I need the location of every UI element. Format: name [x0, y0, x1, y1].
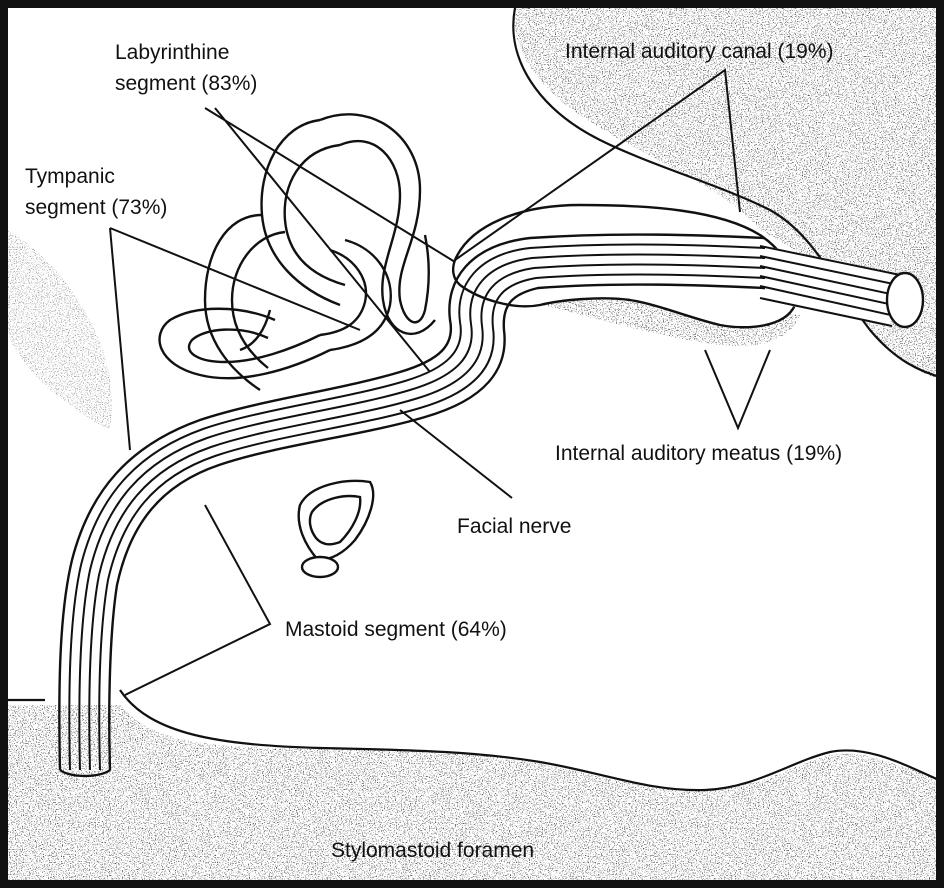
- label-tympanic-line1: Tympanic: [25, 165, 115, 188]
- label-internal-auditory-canal: Internal auditory canal (19%): [565, 40, 833, 63]
- label-mastoid-segment: Mastoid segment (64%): [285, 618, 507, 641]
- label-labyrinthine-line2: segment (83%): [115, 72, 257, 95]
- nerve-cut-end: [887, 273, 923, 327]
- label-labyrinthine-line1: Labyrinthine: [115, 41, 229, 64]
- label-stylomastoid-foramen: Stylomastoid foramen: [331, 839, 534, 862]
- label-facial-nerve: Facial nerve: [457, 515, 571, 538]
- label-internal-auditory-meatus: Internal auditory meatus (19%): [555, 442, 842, 465]
- label-tympanic-line2: segment (73%): [25, 196, 167, 219]
